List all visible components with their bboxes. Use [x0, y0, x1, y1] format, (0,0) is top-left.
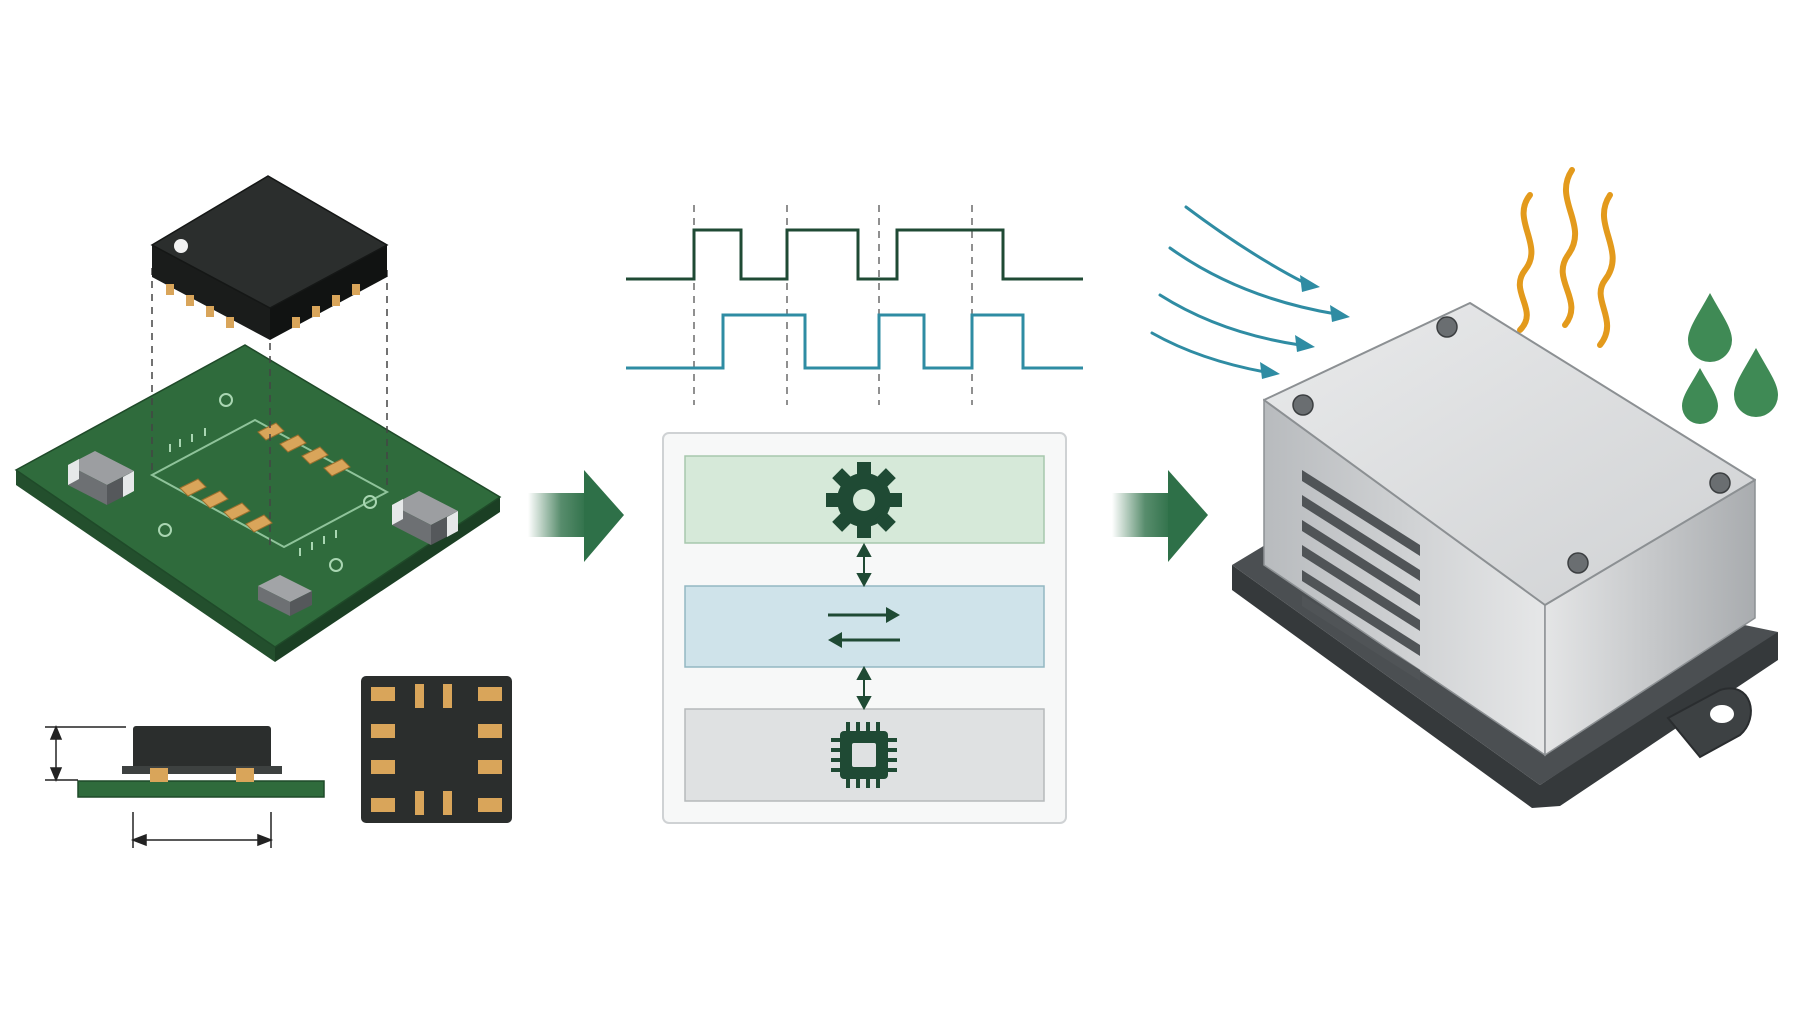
smd-resistor-front: [258, 575, 312, 616]
layer-connector-upper: [856, 542, 872, 588]
pin-one-marker: [174, 239, 188, 253]
enclosure-panel: [1150, 167, 1778, 808]
signal-a-waveform: [626, 228, 1083, 281]
water-drop-icon: [1682, 293, 1778, 424]
chip-side-view: [45, 725, 325, 848]
timing-gridlines: [693, 205, 973, 405]
pcb-pads: [179, 422, 351, 533]
pcb-vias: [158, 393, 377, 572]
communication-layer: [684, 585, 1045, 668]
chip-bottom-view: [361, 676, 512, 823]
placement-guides: [151, 268, 388, 545]
vent-slots: [1302, 470, 1420, 681]
layer-stack: [662, 432, 1067, 824]
smd-capacitor-left: [68, 451, 134, 505]
flow-arrow-2: [1112, 470, 1208, 562]
gear-icon: [826, 462, 902, 538]
bidirectional-arrows-icon: [828, 607, 900, 648]
mounting-tab: [1666, 687, 1752, 759]
flow-arrow-1: [528, 470, 624, 562]
qfn-chip-floating: [150, 175, 389, 340]
signal-b-waveform: [626, 313, 1083, 370]
pcb-assembly-panel: [14, 175, 512, 848]
firmware-stack-panel: [626, 205, 1083, 824]
microchip-icon: [831, 722, 897, 788]
smd-capacitor-right: [392, 491, 458, 545]
layer-connector-lower: [856, 665, 872, 711]
sensor-enclosure: [1263, 302, 1756, 757]
heat-icon: [1516, 167, 1616, 348]
pcb-footprint-outline: [149, 418, 390, 549]
screws: [1292, 316, 1731, 574]
airflow-icon: [1150, 205, 1350, 379]
